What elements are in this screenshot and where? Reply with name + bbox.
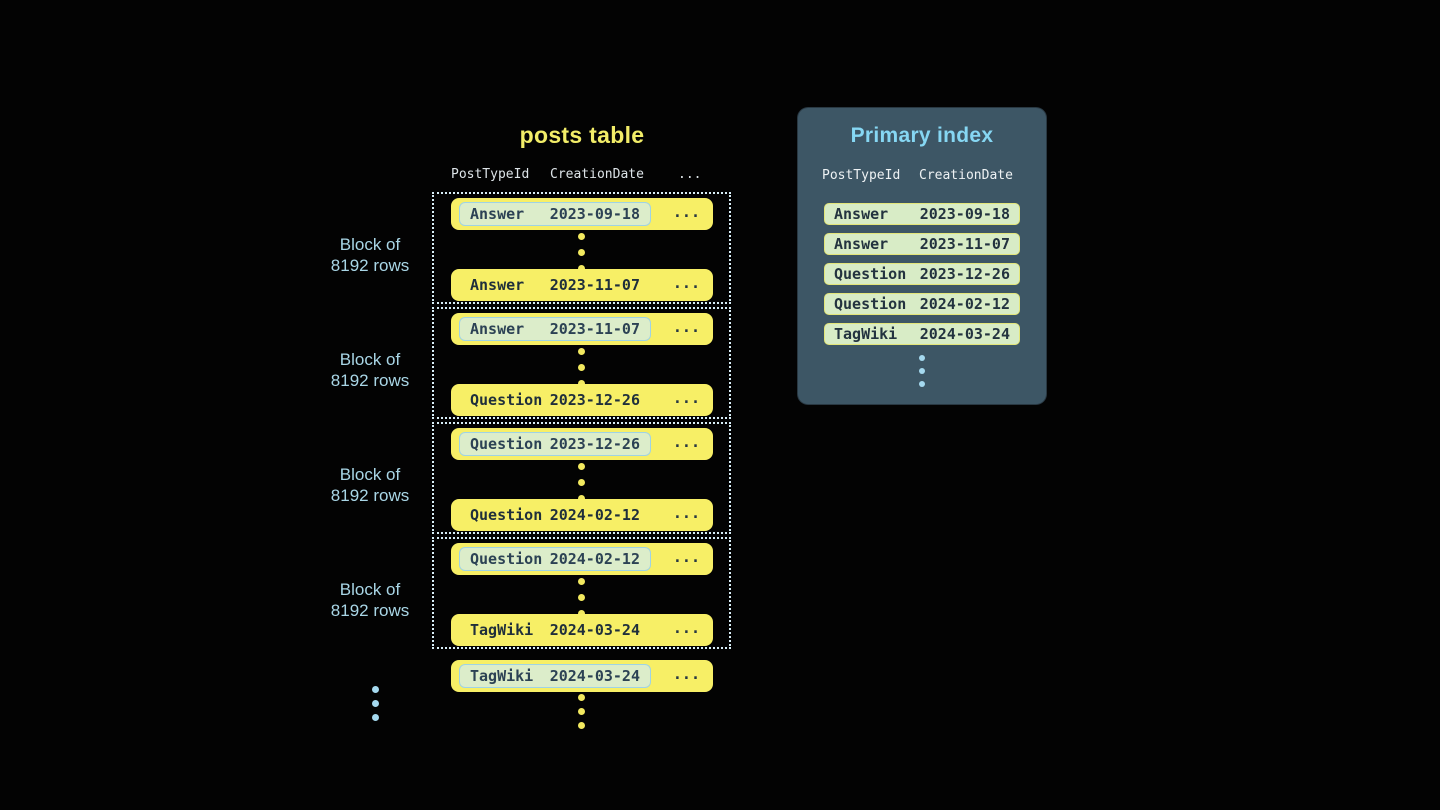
omitted-rows-dots [434, 463, 729, 502]
block-label-line2: 8192 rows [330, 256, 410, 275]
block-first-row: Answer 2023-11-07... [451, 313, 713, 345]
more-rows-dots [578, 694, 585, 729]
indexed-cell: Question 2024-02-12 [459, 547, 651, 571]
block-label-3: Block of 8192 rows [300, 464, 440, 506]
posttypeid-value: Answer [834, 205, 889, 223]
row-ellipsis: ... [672, 433, 700, 451]
block-first-row: Question 2023-12-26... [451, 428, 713, 460]
creationdate-value: 2023-12-26 [549, 391, 640, 409]
omitted-rows-dots [434, 578, 729, 617]
block-label-line2: 8192 rows [330, 371, 410, 390]
block-first-row: Question 2024-02-12... [451, 543, 713, 575]
posttypeid-value: TagWiki [470, 667, 534, 685]
block-label-line2: 8192 rows [330, 486, 410, 505]
indexed-cell: Answer 2023-09-18 [459, 202, 651, 226]
block-label-2: Block of 8192 rows [300, 349, 440, 391]
block-label-4: Block of 8192 rows [300, 579, 440, 621]
row-ellipsis: ... [672, 318, 700, 336]
more-blocks-dots [372, 686, 379, 721]
block-label-line2: 8192 rows [330, 601, 410, 620]
overflow-row: TagWiki 2024-03-24 ... [451, 660, 713, 692]
index-entry-row: Question 2024-02-12 [824, 293, 1020, 315]
indexed-cell: Question 2023-12-26 [459, 432, 651, 456]
posttypeid-value: Question [834, 295, 907, 313]
creationdate-value: 2023-12-26 [919, 265, 1010, 283]
omitted-rows-dots [434, 348, 729, 387]
primary-index-title: Primary index [850, 124, 994, 147]
posttypeid-value: Answer [834, 235, 889, 253]
block-label-1: Block of 8192 rows [300, 234, 440, 276]
row-ellipsis: ... [672, 274, 700, 292]
block-last-row: Question 2024-02-12... [451, 499, 713, 531]
creationdate-value: 2023-11-07 [919, 235, 1010, 253]
posttypeid-value: Question [470, 506, 543, 524]
block-last-row: Answer 2023-11-07... [451, 269, 713, 301]
row-ellipsis: ... [672, 504, 700, 522]
row-block-4: Question 2024-02-12... TagWiki 2024-03-24..… [432, 537, 731, 649]
primary-index-panel: Primary index PostTypeId CreationDate An… [798, 108, 1046, 404]
posttypeid-value: Answer [470, 276, 525, 294]
row-ellipsis: ... [672, 548, 700, 566]
posttypeid-value: Question [470, 435, 543, 453]
creationdate-value: 2024-03-24 [549, 667, 640, 685]
column-header-ellipsis: ... [678, 167, 702, 182]
column-header-creationdate: CreationDate [550, 167, 644, 182]
posttypeid-value: Question [470, 550, 543, 568]
row-block-3: Question 2023-12-26... Question 2024-02-12.… [432, 422, 731, 534]
row-ellipsis: ... [672, 619, 700, 637]
posts-table-column-headers: PostTypeId CreationDate ... [451, 167, 731, 185]
index-entry-row: Question 2023-12-26 [824, 263, 1020, 285]
block-label-line1: Block of [339, 580, 401, 599]
creationdate-value: 2023-11-07 [549, 320, 640, 338]
row-cell: Question 2023-12-26 [459, 388, 651, 412]
primary-index-column-headers: PostTypeId CreationDate [798, 168, 1046, 184]
index-entry-row: Answer 2023-11-07 [824, 233, 1020, 255]
block-last-row: Question 2023-12-26... [451, 384, 713, 416]
block-last-row: TagWiki 2024-03-24... [451, 614, 713, 646]
posttypeid-value: Answer [470, 205, 525, 223]
row-block-1: Answer 2023-09-18... Answer 2023-11-07... [432, 192, 731, 304]
row-ellipsis: ... [672, 203, 700, 221]
row-cell: Answer 2023-11-07 [459, 273, 651, 297]
creationdate-value: 2024-02-12 [549, 550, 640, 568]
block-label-line1: Block of [339, 465, 401, 484]
creationdate-value: 2023-09-18 [919, 205, 1010, 223]
creationdate-value: 2023-09-18 [549, 205, 640, 223]
posttypeid-value: Answer [470, 320, 525, 338]
row-cell: Question 2024-02-12 [459, 503, 651, 527]
column-header-creationdate: CreationDate [919, 168, 1013, 183]
omitted-rows-dots [434, 233, 729, 272]
posttypeid-value: Question [834, 265, 907, 283]
posttypeid-value: Question [470, 391, 543, 409]
creationdate-value: 2024-03-24 [549, 621, 640, 639]
row-block-2: Answer 2023-11-07... Question 2023-12-26... [432, 307, 731, 419]
indexed-cell: Answer 2023-11-07 [459, 317, 651, 341]
column-header-posttypeid: PostTypeId [822, 168, 901, 183]
block-label-line1: Block of [339, 350, 401, 369]
index-entry-row: Answer 2023-09-18 [824, 203, 1020, 225]
row-ellipsis: ... [672, 665, 700, 683]
block-first-row: Answer 2023-09-18... [451, 198, 713, 230]
creationdate-value: 2024-02-12 [919, 295, 1010, 313]
creationdate-value: 2024-03-24 [919, 325, 1010, 343]
block-label-line1: Block of [339, 235, 401, 254]
indexed-cell: TagWiki 2024-03-24 [459, 664, 651, 688]
more-index-entries-dots [798, 355, 1046, 387]
row-cell: TagWiki 2024-03-24 [459, 618, 651, 642]
posts-table-title: posts table [519, 122, 645, 148]
creationdate-value: 2023-11-07 [549, 276, 640, 294]
creationdate-value: 2023-12-26 [549, 435, 640, 453]
column-header-posttypeid: PostTypeId [451, 167, 530, 182]
row-ellipsis: ... [672, 389, 700, 407]
posttypeid-value: TagWiki [470, 621, 534, 639]
index-entry-row: TagWiki 2024-03-24 [824, 323, 1020, 345]
creationdate-value: 2024-02-12 [549, 506, 640, 524]
posttypeid-value: TagWiki [834, 325, 898, 343]
